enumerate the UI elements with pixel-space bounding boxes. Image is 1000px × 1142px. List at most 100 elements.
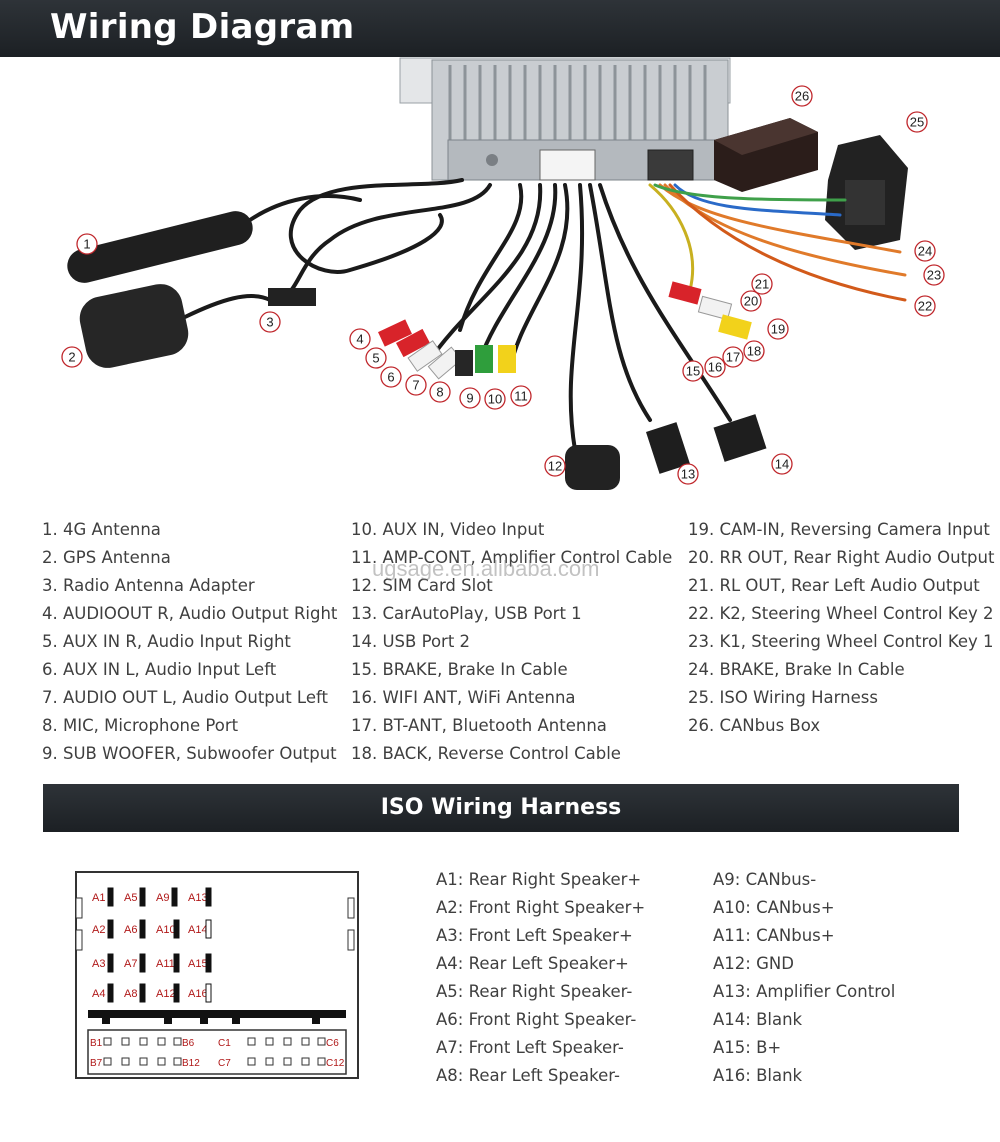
pin-list-column-2: A9: CANbus-A10: CANbus+A11: CANbus+A12: …: [713, 866, 895, 1090]
callout-label: 14: [775, 457, 789, 472]
legend-item: 24. BRAKE, Brake In Cable: [688, 660, 905, 679]
callout-7: 7: [405, 374, 427, 396]
gps-antenna: [79, 284, 189, 368]
callout-label: 3: [266, 315, 273, 330]
callout-23: 23: [923, 264, 945, 286]
colored-wires: [648, 183, 907, 302]
pin-label: A10: [156, 924, 176, 936]
pin-contact: [173, 919, 180, 939]
pin-label: C7: [218, 1058, 231, 1069]
pin-socket: [173, 1037, 182, 1046]
pin-socket: [121, 1037, 130, 1046]
pin-socket: [139, 1037, 148, 1046]
callout-17: 17: [722, 346, 744, 368]
pin-item: A6: Front Right Speaker-: [436, 1010, 637, 1029]
pin-item: A14: Blank: [713, 1010, 803, 1029]
callout-label: 15: [686, 364, 700, 379]
callout-label: 19: [771, 322, 785, 337]
pin-label: A7: [124, 958, 137, 970]
callout-8: 8: [429, 381, 451, 403]
rca-plugs: [378, 281, 752, 380]
pin-contact: [107, 983, 114, 1003]
pin-label: B6: [182, 1038, 195, 1049]
pin-item: A3: Front Left Speaker+: [436, 926, 633, 945]
pin-socket: [157, 1037, 166, 1046]
callout-6: 6: [380, 366, 402, 388]
callout-20: 20: [740, 290, 762, 312]
pin-socket: [103, 1037, 112, 1046]
pin-socket: [157, 1057, 166, 1066]
callout-15: 15: [682, 360, 704, 382]
legend-item: 1. 4G Antenna: [42, 520, 161, 539]
pin-socket: [173, 1057, 182, 1066]
page-title: Wiring Diagram: [50, 7, 355, 47]
pin-socket: [317, 1057, 326, 1066]
legend-item: 8. MIC, Microphone Port: [42, 716, 239, 735]
pin-label: A11: [156, 958, 175, 970]
callout-label: 2: [68, 350, 75, 365]
pin-label: A5: [124, 892, 137, 904]
callout-label: 9: [466, 391, 473, 406]
pin-label: A1: [92, 892, 105, 904]
pin-item: A15: B+: [713, 1038, 782, 1057]
pin-contact: [205, 919, 212, 939]
pin-socket: [121, 1057, 130, 1066]
callout-10: 10: [484, 388, 506, 410]
pin-item: A1: Rear Right Speaker+: [436, 870, 642, 889]
legend-item: 17. BT-ANT, Bluetooth Antenna: [351, 716, 607, 735]
callout-2: 2: [61, 346, 83, 368]
canbus-box: [714, 118, 818, 192]
legend-item: 5. AUX IN R, Audio Input Right: [42, 632, 291, 651]
pin-socket: [301, 1037, 310, 1046]
legend-item: 22. K2, Steering Wheel Control Key 2: [688, 604, 994, 623]
legend-item: 2. GPS Antenna: [42, 548, 171, 567]
pin-contact: [205, 983, 212, 1003]
callout-label: 13: [681, 467, 695, 482]
callout-11: 11: [510, 385, 532, 407]
legend-item: 15. BRAKE, Brake In Cable: [351, 660, 568, 679]
callout-label: 11: [514, 389, 528, 404]
pin-label: A2: [92, 924, 105, 936]
callout-label: 17: [726, 350, 740, 365]
legend-item: 18. BACK, Reverse Control Cable: [351, 744, 621, 763]
callout-label: 18: [747, 344, 761, 359]
pin-label: A14: [188, 924, 208, 936]
pin-contact: [205, 887, 212, 907]
legend-item: 6. AUX IN L, Audio Input Left: [42, 660, 277, 679]
callout-label: 12: [548, 459, 562, 474]
pin-socket: [283, 1037, 292, 1046]
callout-1: 1: [76, 233, 98, 255]
legend-item: 25. ISO Wiring Harness: [688, 688, 878, 707]
pin-list-column-1: A1: Rear Right Speaker+A2: Front Right S…: [436, 866, 645, 1090]
callout-label: 21: [755, 277, 769, 292]
callout-label: 6: [387, 370, 394, 385]
pin-item: A9: CANbus-: [713, 870, 817, 889]
pin-socket: [265, 1057, 274, 1066]
pin-label: A16: [188, 988, 208, 1000]
legend-item: 12. SIM Card Slot: [351, 576, 493, 595]
pin-item: A5: Rear Right Speaker-: [436, 982, 633, 1001]
legend-item: 7. AUDIO OUT L, Audio Output Left: [42, 688, 328, 707]
4g-antenna: [67, 211, 253, 283]
header-bar: Wiring Diagram: [0, 0, 1000, 57]
callout-18: 18: [743, 340, 765, 362]
legend-item: 10. AUX IN, Video Input: [351, 520, 545, 539]
pin-label: A15: [188, 958, 208, 970]
pin-contact: [173, 983, 180, 1003]
pin-socket: [265, 1037, 274, 1046]
callout-16: 16: [704, 356, 726, 378]
pin-contact: [139, 919, 146, 939]
pin-label: A3: [92, 958, 105, 970]
pin-socket: [283, 1057, 292, 1066]
callout-12: 12: [544, 455, 566, 477]
legend-item: 13. CarAutoPlay, USB Port 1: [351, 604, 582, 623]
legend-item: 26. CANbus Box: [688, 716, 821, 735]
legend-item: 14. USB Port 2: [351, 632, 471, 651]
